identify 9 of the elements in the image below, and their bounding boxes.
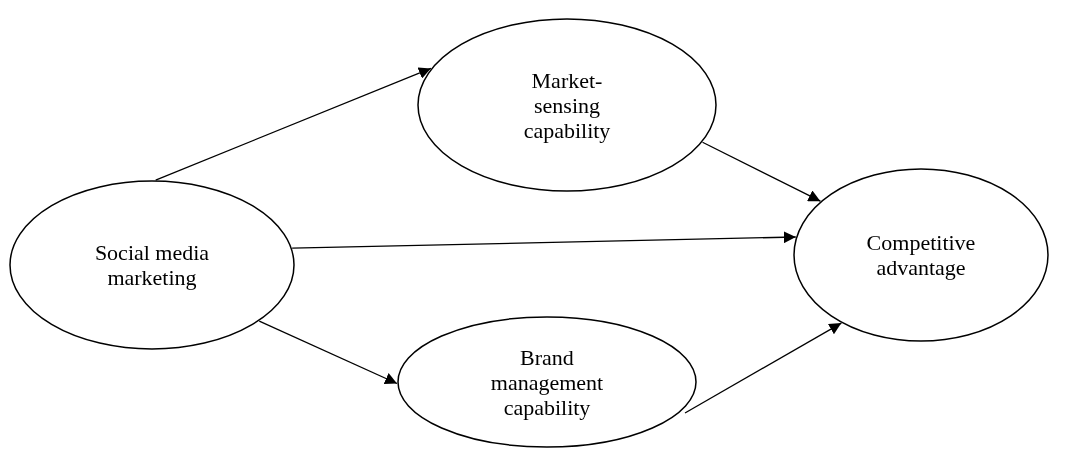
- arrow: [291, 231, 797, 249]
- arrow: [155, 67, 432, 181]
- node-label: Brand management capability: [489, 344, 605, 420]
- node-label: Market-sensing capability: [522, 67, 612, 143]
- arrow: [258, 320, 398, 385]
- arrow: [684, 322, 842, 414]
- arrow: [701, 141, 822, 202]
- node-label: Competitive advantage: [865, 230, 977, 280]
- node-label: Social media marketing: [93, 240, 211, 290]
